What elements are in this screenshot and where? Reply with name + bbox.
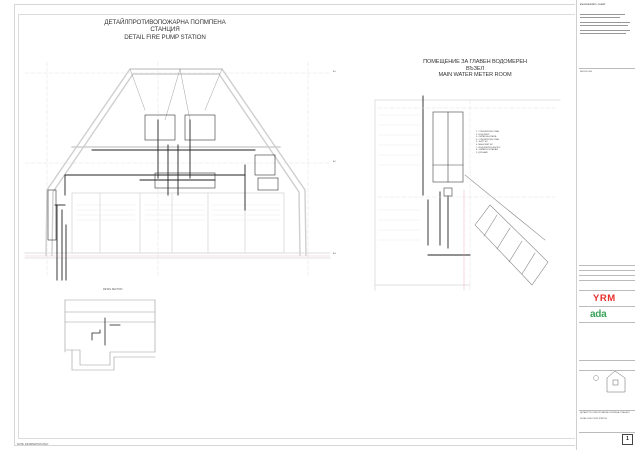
section-detail: [64, 299, 156, 371]
title-block-divider: [579, 432, 635, 433]
title-block-divider: [579, 280, 635, 281]
note-item: 1. СПИРАТЕЛЕН КРАН: [476, 131, 500, 133]
rooms: [24, 192, 331, 259]
meter-room-frame: [374, 99, 561, 291]
title-block-divider: [579, 270, 635, 271]
title-block-divider: [579, 322, 635, 323]
grid-label-a1: A1: [333, 71, 336, 73]
north-arrow-icon: [593, 375, 599, 381]
drawing-2-title-bg-2: ВЪЗЕЛ: [465, 65, 485, 72]
pump-units: [47, 114, 279, 241]
meter-tank: [432, 111, 464, 197]
drawing-2-title-bg: ПОМЕЩЕНИЕ ЗА ГЛАВЕН ВОДОМЕРЕН: [423, 59, 527, 65]
title-block-divider: [579, 290, 635, 291]
sheet-number: 1: [626, 436, 629, 442]
inner-frame: [18, 14, 575, 439]
drawing-linework: [24, 61, 561, 371]
yrm-logo: YRM: [593, 293, 616, 304]
drawing-1-title-bg-2: СТАНЦИЯ: [150, 26, 180, 34]
key-plan: [593, 370, 626, 393]
roof-lines: [129, 68, 223, 121]
title-block-divider: [579, 68, 635, 69]
drawing-2-title-en: MAIN WATER METER ROOM: [438, 72, 512, 79]
note-item: 3. ОБРАТНА КЛАПА: [476, 136, 497, 139]
title-block-divider: [579, 370, 635, 371]
notes-list: 1. СПИРАТЕЛЕН КРАН 2. ВОДОМЕР 3. ОБРАТНА…: [476, 131, 500, 154]
note-item: 9. ДРЕНАЖ: [476, 151, 488, 154]
title-block-header: ВЪЗЛОЖИТЕЛ / CLIENT: [580, 4, 606, 6]
stair-lines: [75, 204, 281, 221]
title-block-divider: [579, 265, 635, 266]
grid-lines-2: [377, 99, 556, 291]
footer-note: NOTE: INFORMATION ONLY: [17, 443, 49, 446]
meter-room-stairs: [377, 114, 421, 241]
drawing-2-title: ПОМЕЩЕНИЕ ЗА ГЛАВЕН ВОДОМЕРЕН ВЪЗЕЛ MAIN…: [405, 59, 545, 79]
drawing-title-block: ДЕТАЙЛ ПРОТИВОПОЖАРНА ПОМПЕНА СТАНЦИЯ: [580, 412, 630, 414]
title-block-divider: [579, 360, 635, 361]
grid-label-a3: A3: [333, 253, 336, 255]
section-pipes: [91, 317, 121, 346]
ada-logo: ada: [590, 309, 607, 320]
drawing-title-block-en: DETAIL FIRE PUMP STATION: [580, 418, 608, 420]
fire-pipes: [54, 119, 256, 281]
note-item: 4. СПИРАТЕЛЕН КРАН: [476, 138, 500, 141]
title-block: ВЪЗЛОЖИТЕЛ / CLIENT REVISIONS ДЕТАЙЛ ПРО…: [576, 0, 636, 450]
note-item: 8. ОБРАТЕН КЛАПАН: [476, 149, 498, 152]
title-block-text-lines: [580, 12, 630, 36]
note-item: 5. ФИЛТЪР: [476, 141, 488, 144]
section-detail-label: DETAIL SECTION: [103, 288, 123, 291]
note-item: 6. МАНОМЕТЪР: [476, 143, 493, 146]
drawing-1-title-bg: ДЕТАЙЛПРОТИВОПОЖАРНА ПОПМПЕНА: [104, 19, 226, 26]
building-outline: [45, 68, 307, 256]
revision-label: REVISIONS: [580, 71, 592, 73]
note-item: 2. ВОДОМЕР: [476, 133, 490, 136]
title-block-divider: [579, 306, 635, 307]
sheet-number-box: 1: [622, 434, 633, 445]
grid-label-a2: A2: [333, 161, 336, 163]
title-block-divider: [579, 410, 635, 411]
drawing-1-title: ДЕТАЙЛПРОТИВОПОЖАРНА ПОПМПЕНА СТАНЦИЯ DE…: [100, 19, 230, 41]
note-item: 7. ВОДОМЕРЕН ВЪЗЕЛ: [476, 146, 501, 149]
meter-ramp: [464, 174, 549, 286]
drawing-1-title-en: DETAIL FIRE PUMP STATION: [124, 33, 206, 41]
title-block-divider: [579, 275, 635, 276]
meter-pipes: [422, 95, 471, 256]
outer-frame: [14, 4, 575, 446]
